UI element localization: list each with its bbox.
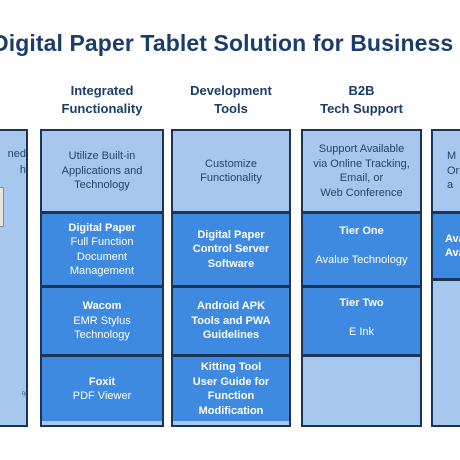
integrated-wacom-title: Wacom bbox=[82, 300, 122, 313]
right-partial-empty-cell bbox=[433, 281, 460, 421]
column-integrated: Utilize Built-in Applications and Techno… bbox=[40, 129, 164, 427]
divider bbox=[303, 354, 420, 357]
divider bbox=[303, 285, 420, 288]
b2b-tier-two-sub: E Ink bbox=[348, 325, 375, 338]
divider bbox=[173, 211, 289, 214]
b2b-tier-one-cell: Tier One Avalue Technology bbox=[303, 214, 420, 285]
divider bbox=[42, 354, 162, 357]
integrated-foxit-cell: Foxit PDF Viewer bbox=[42, 357, 162, 421]
integrated-foxit-sub: PDF Viewer bbox=[72, 390, 132, 402]
divider bbox=[433, 278, 460, 281]
column-development: Customize Functionality Digital Paper Co… bbox=[171, 129, 291, 427]
divider bbox=[173, 285, 289, 288]
page-title: Digital Paper Tablet Solution for Busine… bbox=[0, 30, 454, 56]
right-partial-blue-cell: Ava Ava bbox=[433, 214, 460, 278]
left-partial-text-2: h bbox=[19, 163, 26, 176]
divider bbox=[303, 211, 420, 214]
b2b-empty-cell bbox=[303, 357, 420, 421]
b2b-tier-one-title: Tier One bbox=[339, 225, 384, 237]
column-header-b2b: B2B Tech Support bbox=[320, 83, 403, 116]
development-apk-title: Android APK Tools and PWA Guidelines bbox=[191, 300, 271, 342]
divider bbox=[42, 285, 162, 288]
right-partial-intro-text: M Or a bbox=[447, 150, 460, 192]
left-partial-text-1: ned bbox=[7, 148, 26, 160]
divider bbox=[433, 211, 460, 214]
b2b-tier-two-cell: Tier Two E Ink bbox=[303, 288, 420, 354]
integrated-intro-cell: Utilize Built-in Applications and Techno… bbox=[42, 131, 162, 211]
left-partial-column: ned h ty bbox=[0, 129, 28, 427]
b2b-tier-one-sub: Avalue Technology bbox=[315, 253, 408, 266]
right-partial-column: M Or a Ava Ava bbox=[431, 129, 460, 427]
integrated-wacom-sub: EMR Stylus Technology bbox=[73, 314, 131, 342]
development-intro-cell: Customize Functionality bbox=[173, 131, 289, 211]
b2b-intro-text: Support Available via Online Tracking, E… bbox=[313, 143, 410, 199]
column-header-development: Development Tools bbox=[190, 83, 272, 116]
right-partial-blue-text: Ava Ava bbox=[445, 232, 460, 260]
device-thumbnail bbox=[0, 187, 4, 227]
development-intro-text: Customize Functionality bbox=[200, 157, 262, 185]
column-b2b: Support Available via Online Tracking, E… bbox=[301, 129, 422, 427]
column-header-integrated: Integrated Functionality bbox=[61, 83, 143, 116]
right-partial-intro-cell: M Or a bbox=[433, 131, 460, 211]
divider bbox=[173, 354, 289, 357]
development-kitting-cell: Kitting Tool User Guide for Function Mod… bbox=[173, 357, 289, 421]
integrated-intro-text: Utilize Built-in Applications and Techno… bbox=[61, 150, 143, 192]
left-partial-top-cell: ned h bbox=[0, 131, 26, 425]
integrated-foxit-title: Foxit bbox=[88, 375, 116, 388]
integrated-digital-paper-sub: Full Function Document Management bbox=[69, 236, 135, 277]
left-partial-small-text: ty bbox=[22, 391, 27, 397]
integrated-digital-paper-cell: Digital Paper Full Function Document Man… bbox=[42, 214, 162, 285]
development-apk-cell: Android APK Tools and PWA Guidelines bbox=[173, 288, 289, 354]
development-kitting-title: Kitting Tool User Guide for Function Mod… bbox=[192, 361, 270, 417]
b2b-tier-two-title: Tier Two bbox=[339, 297, 384, 309]
integrated-wacom-cell: Wacom EMR Stylus Technology bbox=[42, 288, 162, 354]
development-control-server-title: Digital Paper Control Server Software bbox=[192, 228, 270, 270]
development-control-server-cell: Digital Paper Control Server Software bbox=[173, 214, 289, 285]
b2b-intro-cell: Support Available via Online Tracking, E… bbox=[303, 131, 420, 211]
integrated-digital-paper-title: Digital Paper bbox=[68, 221, 136, 234]
divider bbox=[42, 211, 162, 214]
